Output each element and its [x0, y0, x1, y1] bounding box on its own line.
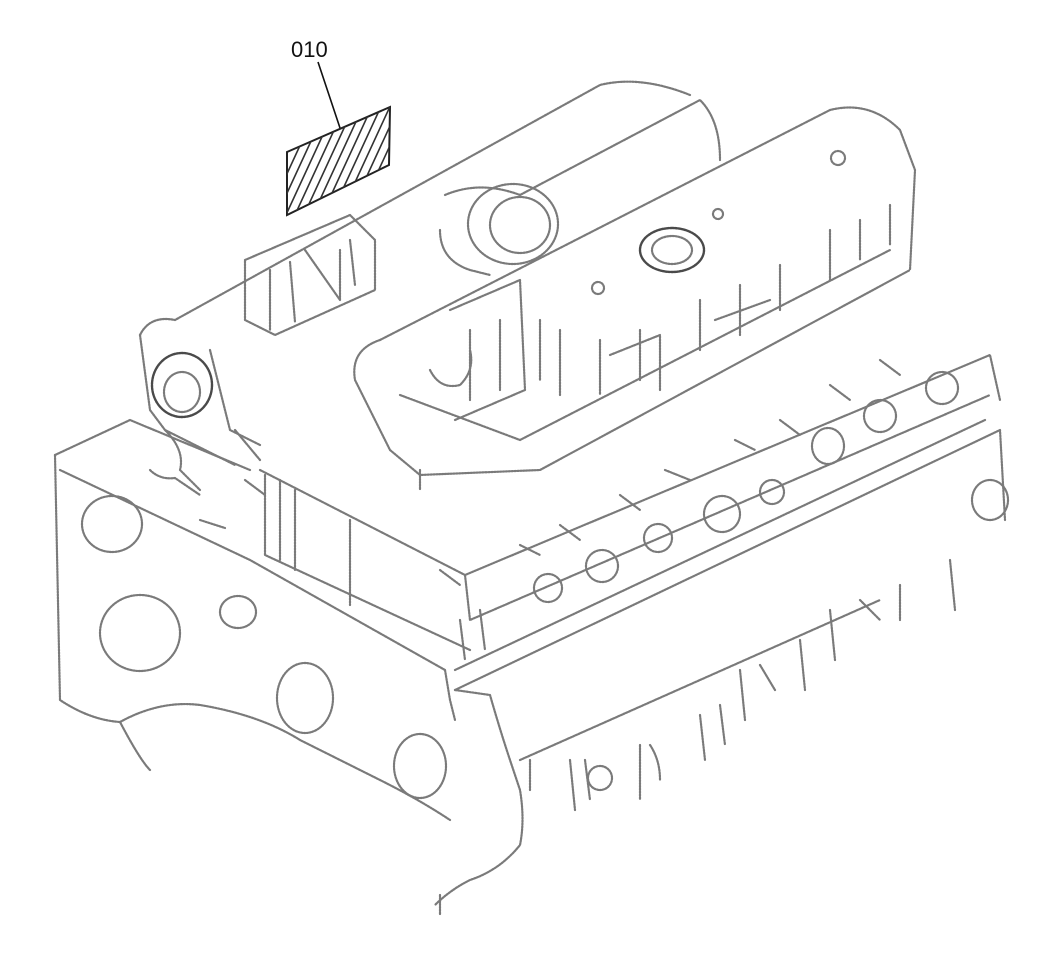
callout-010: 010 — [291, 37, 341, 129]
rocker-shaft — [138, 80, 692, 492]
engine-block — [53, 418, 1007, 917]
callout-leader — [317, 61, 341, 129]
cylinder-head-deck — [258, 353, 1010, 662]
hatched-plate — [286, 105, 392, 217]
rocker-assembly — [353, 98, 917, 492]
callout-label: 010 — [291, 37, 328, 62]
